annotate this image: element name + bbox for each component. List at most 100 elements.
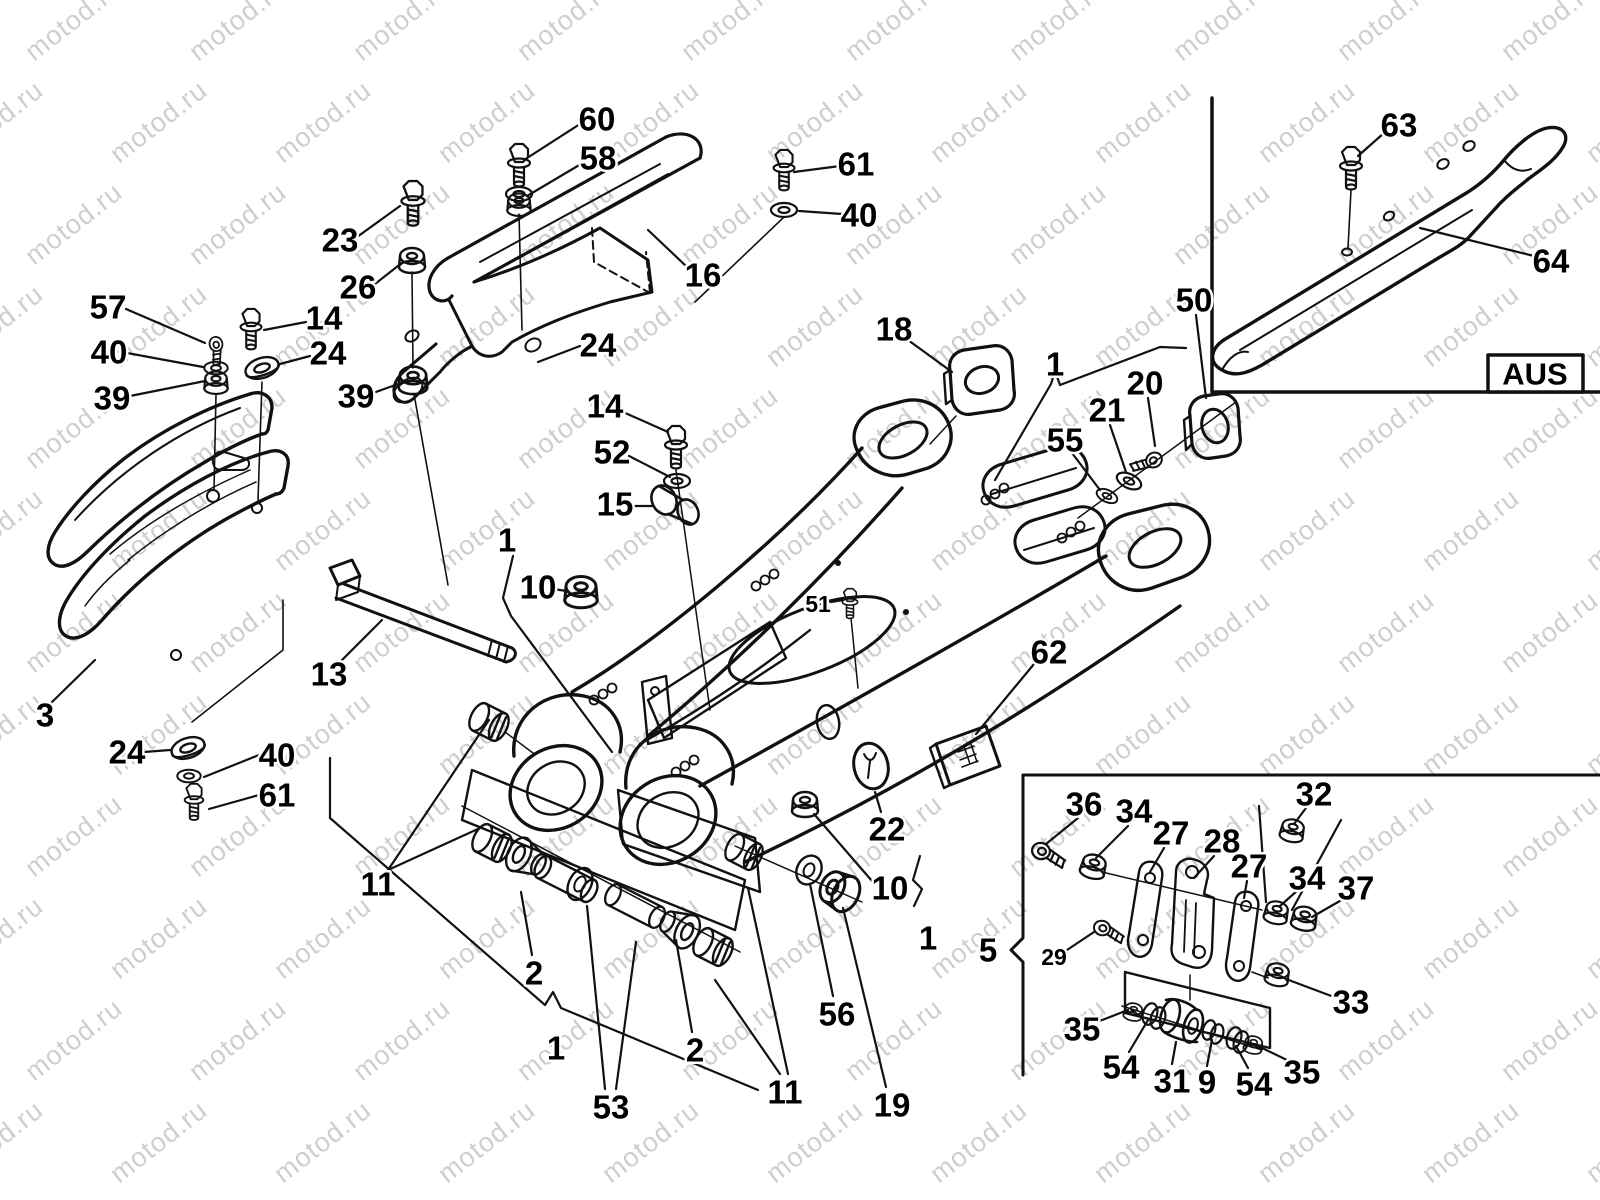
watermark-text: motod.ru xyxy=(268,483,377,577)
watermark-text: motod.ru xyxy=(924,75,1033,169)
part-number-label: 21 xyxy=(1089,392,1126,429)
part-number-label: 24 xyxy=(310,335,347,372)
leader-line xyxy=(974,662,1036,736)
leader-line xyxy=(873,790,883,814)
part-number-label: 29 xyxy=(1041,944,1067,970)
part-number-label: 34 xyxy=(1116,793,1153,830)
leader-line xyxy=(262,320,308,332)
leader-line xyxy=(1108,423,1128,474)
watermark-text: motod.ru xyxy=(675,381,784,475)
chain-guide-16 xyxy=(392,132,703,404)
leader-layer xyxy=(50,122,1536,1092)
watermark-text: motod.ru xyxy=(1331,381,1440,475)
leader-line xyxy=(207,793,261,811)
part-number-label: 40 xyxy=(91,334,128,371)
watermark-text: motod.ru xyxy=(183,993,292,1087)
leader-line xyxy=(519,890,534,957)
part-number-label: 34 xyxy=(1289,860,1326,897)
leader-line xyxy=(792,164,842,174)
part-number-label: 39 xyxy=(338,378,375,415)
watermark-text: motod.ru xyxy=(183,177,292,271)
part-number-label: 64 xyxy=(1533,243,1570,280)
part-number-label: 19 xyxy=(874,1087,911,1124)
leader-line xyxy=(906,338,954,374)
leader-line xyxy=(627,454,672,479)
aus-box: AUS xyxy=(1486,353,1585,394)
part-number-label: 61 xyxy=(838,146,875,183)
watermark-text: motod.ru xyxy=(1003,177,1112,271)
part-number-label: 11 xyxy=(768,1074,803,1111)
washer-56 xyxy=(795,854,823,886)
leader-line xyxy=(338,618,384,664)
reflector-62 xyxy=(928,724,1002,790)
watermark-text: motod.ru xyxy=(1416,891,1525,985)
watermark-text: motod.ru xyxy=(19,993,128,1087)
leader-line xyxy=(1146,396,1157,448)
screw-61b xyxy=(183,782,205,822)
watermark-text: motod.ru xyxy=(1580,1095,1600,1189)
part-number-label: 1 xyxy=(919,920,937,957)
leader-line xyxy=(1070,451,1102,492)
watermark-text: motod.ru xyxy=(0,1095,49,1189)
leader-line xyxy=(1095,1008,1130,1024)
leader-line xyxy=(1170,1040,1178,1066)
watermark-text: motod.ru xyxy=(1252,483,1361,577)
watermark-text: motod.ru xyxy=(0,891,49,985)
watermark-text: motod.ru xyxy=(432,75,541,169)
part-number-label: 27 xyxy=(1153,815,1190,852)
part-number-label: 13 xyxy=(311,656,348,693)
watermark-text: motod.ru xyxy=(347,0,456,67)
watermark-text: motod.ru xyxy=(1495,0,1600,67)
leader-line xyxy=(674,938,694,1034)
bearing-11b xyxy=(466,819,518,867)
part-number-label: 51 xyxy=(805,591,831,617)
leader-line xyxy=(278,354,312,366)
leader-line xyxy=(841,906,888,1089)
leader-line xyxy=(386,826,482,872)
leader-line xyxy=(1256,1044,1291,1063)
watermark-text: motod.ru xyxy=(511,789,620,883)
plate-27b xyxy=(1224,890,1260,982)
part-number-label: 55 xyxy=(1047,422,1084,459)
part-number-label: 40 xyxy=(259,737,296,774)
part-number-label: 20 xyxy=(1127,365,1164,402)
watermark-text: motod.ru xyxy=(19,0,128,67)
leader-line xyxy=(1278,888,1300,908)
watermark-text: motod.ru xyxy=(1252,1095,1361,1189)
fasteners-top xyxy=(397,142,799,586)
watermark-text: motod.ru xyxy=(1252,279,1361,373)
callout-bracket xyxy=(911,854,924,908)
leader-line xyxy=(808,882,835,998)
nut-34b xyxy=(1261,897,1292,928)
bolt-29 xyxy=(1090,917,1128,945)
watermark-text: motod.ru xyxy=(1088,891,1197,985)
leader-line xyxy=(371,381,403,395)
part-number-label: 35 xyxy=(1284,1054,1321,1091)
callout-bracket xyxy=(328,756,760,1092)
leader-line xyxy=(1194,313,1208,400)
part-number-label: 39 xyxy=(94,380,131,417)
watermark-text: motod.ru xyxy=(104,891,213,985)
part-number-label: 26 xyxy=(340,269,377,306)
part-number-label: 27 xyxy=(1231,848,1268,885)
watermark-text: motod.ru xyxy=(1167,0,1276,67)
leader-line xyxy=(202,753,261,779)
watermark-text: motod.ru xyxy=(1495,381,1600,475)
callout-bracket xyxy=(993,345,1188,482)
watermark-text: motod.ru xyxy=(104,75,213,169)
part-number-label: 24 xyxy=(580,327,617,364)
watermark-text: motod.ru xyxy=(1580,891,1600,985)
part-number-label: 35 xyxy=(1064,1011,1101,1048)
leader-line xyxy=(125,351,205,369)
part-number-label: 52 xyxy=(594,434,631,471)
leader-line xyxy=(386,718,491,872)
leader-line xyxy=(1065,930,1096,952)
cushion-18 xyxy=(942,344,1016,416)
pivot-bushings xyxy=(460,698,868,971)
watermark-text: motod.ru xyxy=(1167,585,1276,679)
watermark-text: motod.ru xyxy=(0,279,49,373)
bolt-14l xyxy=(239,307,263,351)
